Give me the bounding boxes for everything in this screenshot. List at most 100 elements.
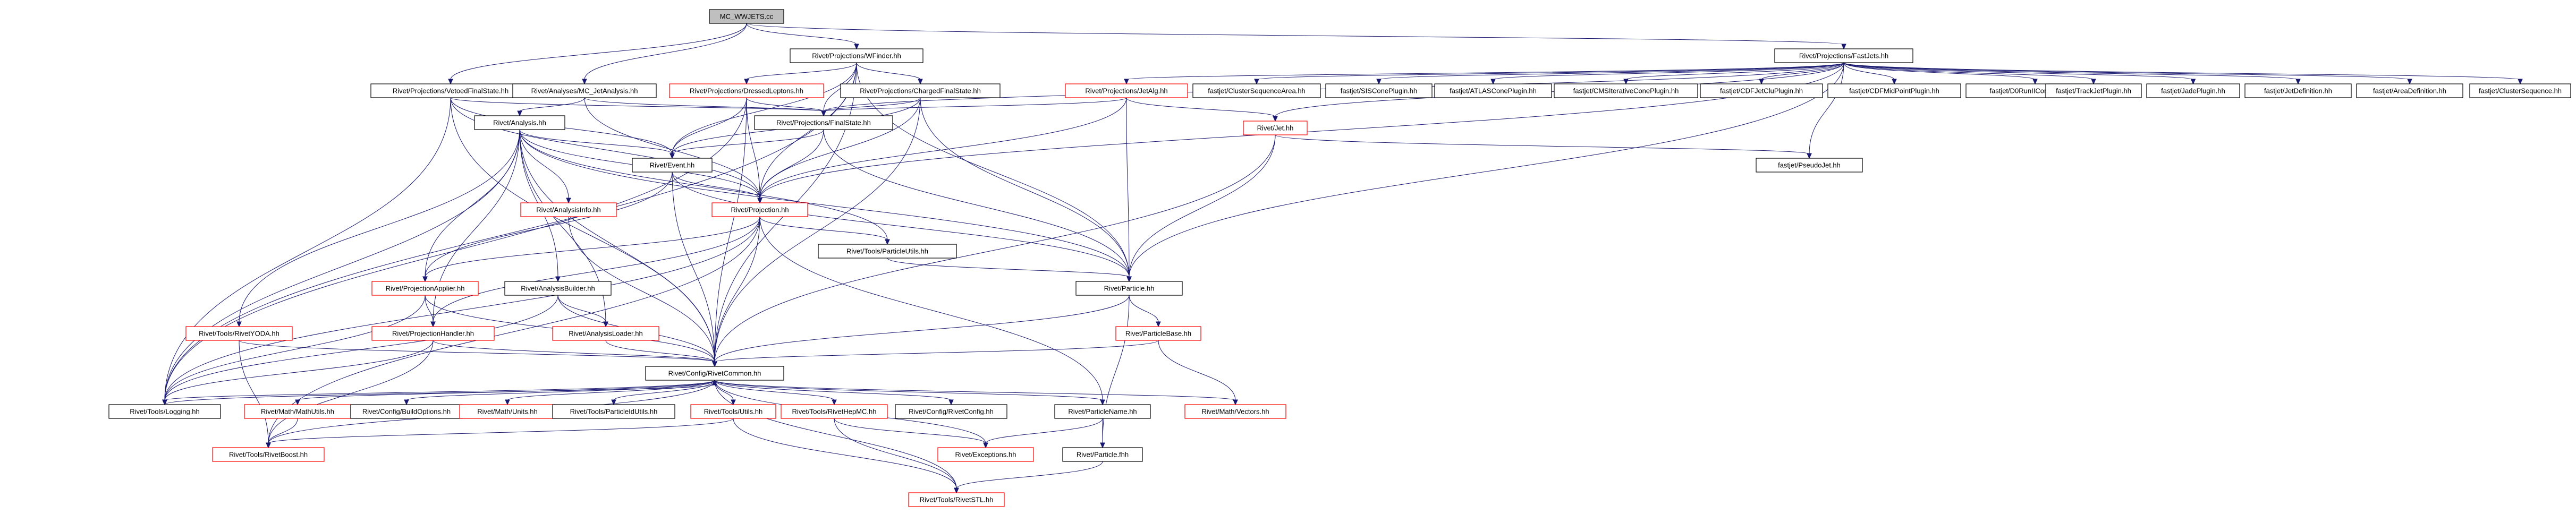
node-projhandler[interactable]: Rivet/ProjectionHandler.hh <box>371 326 495 341</box>
edge-fastjets-to-cmsiterative <box>1623 62 1844 85</box>
edge-logging-to-rivetcommon <box>164 379 717 405</box>
edge-fastjets-to-jetalg <box>1124 62 1844 85</box>
node-siscone[interactable]: fastjet/SISConePlugin.hh <box>1325 83 1433 98</box>
node-jetdef[interactable]: fastjet/JetDefinition.hh <box>2244 83 2352 98</box>
edge-particlefhh-to-rivetstl <box>954 461 1103 494</box>
node-cmsiterative[interactable]: fastjet/CMSIterativeConePlugin.hh <box>1554 83 1698 98</box>
edge-chargedfs-to-rivetcommon <box>712 97 921 367</box>
node-box <box>520 202 617 217</box>
node-projapplier[interactable]: Rivet/ProjectionApplier.hh <box>371 281 479 296</box>
edge-rivetcommon-to-rivethepmc <box>714 380 837 406</box>
node-particlebase[interactable]: Rivet/ParticleBase.hh <box>1115 326 1201 341</box>
node-box <box>1700 83 1823 98</box>
node-projection[interactable]: Rivet/Projection.hh <box>711 202 808 217</box>
edge-event-to-projection <box>672 172 762 204</box>
node-analysis[interactable]: Rivet/Analysis.hh <box>474 115 565 130</box>
node-mathunits[interactable]: Rivet/Math/Units.hh <box>459 404 556 419</box>
edge-vetoed-to-rivetcommon <box>450 97 717 367</box>
node-label: fastjet/CDFMidPointPlugin.hh <box>1849 87 1939 95</box>
node-logging[interactable]: Rivet/Tools/Logging.hh <box>108 404 221 419</box>
node-toolsutils[interactable]: Rivet/Tools/Utils.hh <box>690 404 776 419</box>
edge-fastjets-to-atlascone <box>1490 62 1844 85</box>
edge-rivetcommon-to-rivetstl <box>714 380 959 494</box>
node-trackjet[interactable]: fastjet/TrackJetPlugin.hh <box>2045 83 2142 98</box>
edge-projhandler-to-rivetboost <box>266 340 434 449</box>
edge-fastjets-to-clusterseqarea <box>1254 62 1844 85</box>
node-box <box>1192 83 1321 98</box>
node-wfinder[interactable]: Rivet/Projections/WFinder.hh <box>790 48 923 63</box>
node-rivetcommon[interactable]: Rivet/Config/RivetCommon.hh <box>645 366 784 381</box>
node-box <box>1774 48 1913 63</box>
node-particlefhh[interactable]: Rivet/Particle.fhh <box>1062 447 1143 462</box>
node-rivethepmc[interactable]: Rivet/Tools/RivetHepMC.hh <box>781 404 888 419</box>
edge-mcjet-to-analysis <box>517 97 585 117</box>
node-fastjets[interactable]: Rivet/Projections/FastJets.hh <box>1774 48 1913 63</box>
edge-vetoed-to-finalstate <box>450 97 826 117</box>
node-box <box>371 281 479 296</box>
node-analysisloader[interactable]: Rivet/AnalysisLoader.hh <box>552 326 659 341</box>
edge-wfinder-to-dressed <box>744 62 857 85</box>
node-exceptions[interactable]: Rivet/Exceptions.hh <box>937 447 1034 462</box>
node-areadef[interactable]: fastjet/AreaDefinition.hh <box>2356 83 2463 98</box>
node-mcjet[interactable]: Rivet/Analyses/MC_JetAnalysis.hh <box>512 83 657 98</box>
node-mathvectors[interactable]: Rivet/Math/Vectors.hh <box>1184 404 1286 419</box>
node-vetoed[interactable]: Rivet/Projections/VetoedFinalState.hh <box>370 83 531 98</box>
node-box <box>669 83 824 98</box>
node-box <box>2469 83 2571 98</box>
node-particleutils[interactable]: Rivet/Tools/ParticleUtils.hh <box>818 244 957 259</box>
edge-root-to-fastjets <box>746 23 1846 50</box>
node-particleidutils[interactable]: Rivet/Tools/ParticleIdUtils.hh <box>552 404 675 419</box>
node-label: Rivet/Particle.fhh <box>1077 451 1129 459</box>
node-analysisbuilder[interactable]: Rivet/AnalysisBuilder.hh <box>504 281 612 296</box>
edge-fastjets-to-d0runii <box>1843 62 2038 85</box>
node-mathutils[interactable]: Rivet/Math/MathUtils.hh <box>244 404 351 419</box>
node-atlascone[interactable]: fastjet/ATLASConePlugin.hh <box>1434 83 1552 98</box>
edge-jetalg-to-projection <box>757 97 1127 204</box>
node-label: MC_WWJETS.cc <box>720 13 774 21</box>
node-jetalg[interactable]: Rivet/Projections/JetAlg.hh <box>1065 83 1188 98</box>
node-dressed[interactable]: Rivet/Projections/DressedLeptons.hh <box>669 83 824 98</box>
node-particle[interactable]: Rivet/Particle.hh <box>1075 281 1183 296</box>
edge-jetalg-to-jet <box>1126 97 1278 122</box>
node-jade[interactable]: fastjet/JadePlugin.hh <box>2146 83 2240 98</box>
edge-chargedfs-to-finalstate <box>821 97 921 117</box>
edge-projection-to-projhandler <box>430 216 760 328</box>
node-clusterseq[interactable]: fastjet/ClusterSequence.hh <box>2469 83 2571 98</box>
node-label: fastjet/JetDefinition.hh <box>2264 87 2332 95</box>
node-analysisinfo[interactable]: Rivet/AnalysisInfo.hh <box>520 202 617 217</box>
node-finalstate[interactable]: Rivet/Projections/FinalState.hh <box>754 115 893 130</box>
node-event[interactable]: Rivet/Event.hh <box>632 158 713 173</box>
node-label: Rivet/Tools/RivetSTL.hh <box>920 496 994 504</box>
node-box <box>2356 83 2463 98</box>
node-label: fastjet/JadePlugin.hh <box>2161 87 2225 95</box>
edge-particlename-to-particlefhh <box>1100 418 1105 449</box>
node-box <box>1325 83 1433 98</box>
node-label: Rivet/Tools/RivetHepMC.hh <box>792 408 877 416</box>
node-clusterseqarea[interactable]: fastjet/ClusterSequenceArea.hh <box>1192 83 1321 98</box>
node-label: Rivet/Projections/WFinder.hh <box>812 52 901 60</box>
node-label: Rivet/Analyses/MC_JetAnalysis.hh <box>531 87 638 95</box>
node-particlename[interactable]: Rivet/ParticleName.hh <box>1054 404 1151 419</box>
edge-wfinder-to-chargedfs <box>856 62 923 85</box>
node-rivetboost[interactable]: Rivet/Tools/RivetBoost.hh <box>212 447 325 462</box>
node-chargedfs[interactable]: Rivet/Projections/ChargedFinalState.hh <box>840 83 1001 98</box>
edge-event-to-particle <box>672 172 1132 282</box>
edge-fastjets-to-clusterseq <box>1843 62 2523 85</box>
node-label: Rivet/Exceptions.hh <box>955 451 1016 459</box>
node-label: Rivet/ParticleBase.hh <box>1125 330 1191 338</box>
edge-rivetcommon-to-mathunits <box>505 380 715 406</box>
node-rivetstl[interactable]: Rivet/Tools/RivetSTL.hh <box>908 492 1005 507</box>
node-jet[interactable]: Rivet/Jet.hh <box>1243 121 1308 135</box>
node-rivetyoda[interactable]: Rivet/Tools/RivetYODA.hh <box>185 326 293 341</box>
node-pseudojet[interactable]: fastjet/PseudoJet.hh <box>1756 158 1863 173</box>
node-cdfjetclu[interactable]: fastjet/CDFJetCluPlugin.hh <box>1700 83 1823 98</box>
node-cdfmidpoint[interactable]: fastjet/CDFMidPointPlugin.hh <box>1827 83 1961 98</box>
edge-rivethepmc-to-exceptions <box>834 418 988 449</box>
node-buildoptions[interactable]: Rivet/Config/BuildOptions.hh <box>350 404 463 419</box>
node-box <box>1062 447 1143 462</box>
node-box <box>108 404 221 419</box>
edge-fastjets-to-areadef <box>1843 62 2412 85</box>
node-rivetconfig[interactable]: Rivet/Config/RivetConfig.hh <box>895 404 1007 419</box>
node-label: Rivet/Projections/JetAlg.hh <box>1085 87 1167 95</box>
